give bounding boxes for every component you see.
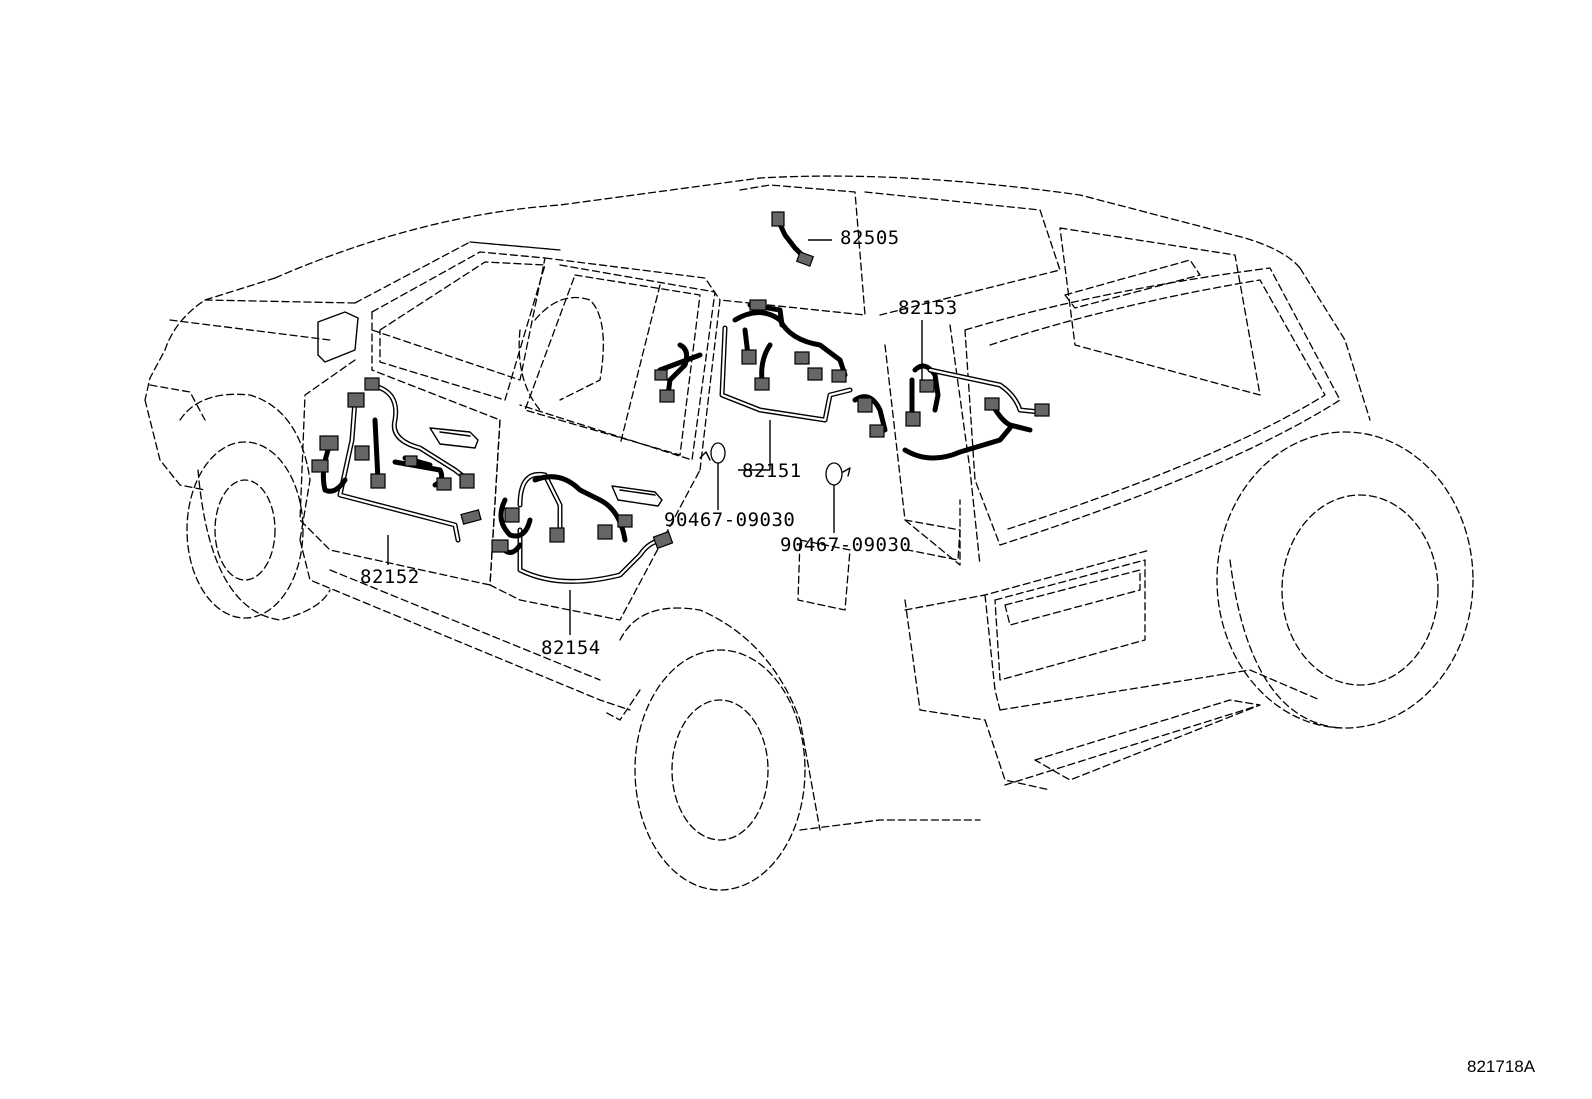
harness-82151 (654, 299, 888, 438)
part-label-82153: 82153 (898, 297, 958, 319)
harness-82505 (771, 211, 815, 267)
part-label-90467-09030-b: 90467-09030 (780, 534, 912, 556)
part-label-82151: 82151 (742, 460, 802, 482)
harness-82153 (902, 363, 1050, 461)
harness-82154 (491, 471, 674, 584)
clip-90467-a (699, 442, 726, 464)
vehicle-body-outline (144, 175, 1474, 891)
clip-90467-b (825, 462, 851, 486)
figure-reference-code: 821718A (1467, 1057, 1536, 1076)
part-label-82154: 82154 (541, 637, 601, 659)
part-label-82152: 82152 (360, 566, 420, 588)
harness-82152 (311, 377, 482, 543)
leader-lines (387, 239, 923, 635)
part-label-90467-09030-a: 90467-09030 (664, 509, 796, 531)
part-label-82505: 82505 (840, 227, 900, 249)
